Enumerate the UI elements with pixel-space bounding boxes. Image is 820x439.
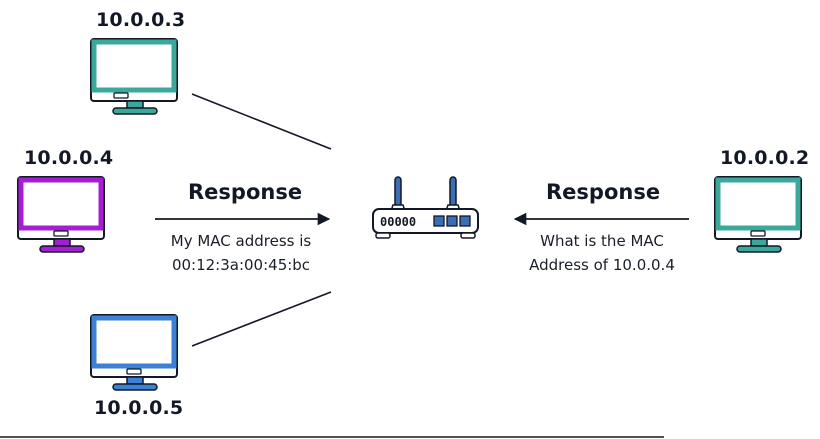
right-response-line-1: What is the MAC [540,232,664,250]
left-response-line-2: 00:12:3a:00:45:bc [171,256,311,274]
right-response-message: What is the MAC Address of 10.0.0.4 [513,229,691,277]
link-10-0-0-3 [191,93,332,150]
host-label-10-0-0-4: 10.0.0.4 [24,147,114,169]
monitor-icon-10-0-0-3 [90,38,178,115]
right-response-line-2: Address of 10.0.0.4 [529,256,675,274]
monitor-icon-10-0-0-5 [90,314,178,391]
monitor-icon-10-0-0-2 [714,176,802,253]
link-10-0-0-5 [191,291,332,347]
router-display-text: 00000 [380,215,416,229]
router-icon: 00000 [372,176,479,239]
left-response-line-1: My MAC address is [170,232,312,250]
right-response-title: Response [546,180,661,204]
left-response-message: My MAC address is 00:12:3a:00:45:bc [152,229,330,277]
monitor-icon-10-0-0-4 [17,176,105,253]
left-response-title: Response [188,180,303,204]
host-label-10-0-0-3: 10.0.0.3 [96,9,186,31]
host-label-10-0-0-5: 10.0.0.5 [94,397,184,419]
host-label-10-0-0-2: 10.0.0.2 [720,147,810,169]
